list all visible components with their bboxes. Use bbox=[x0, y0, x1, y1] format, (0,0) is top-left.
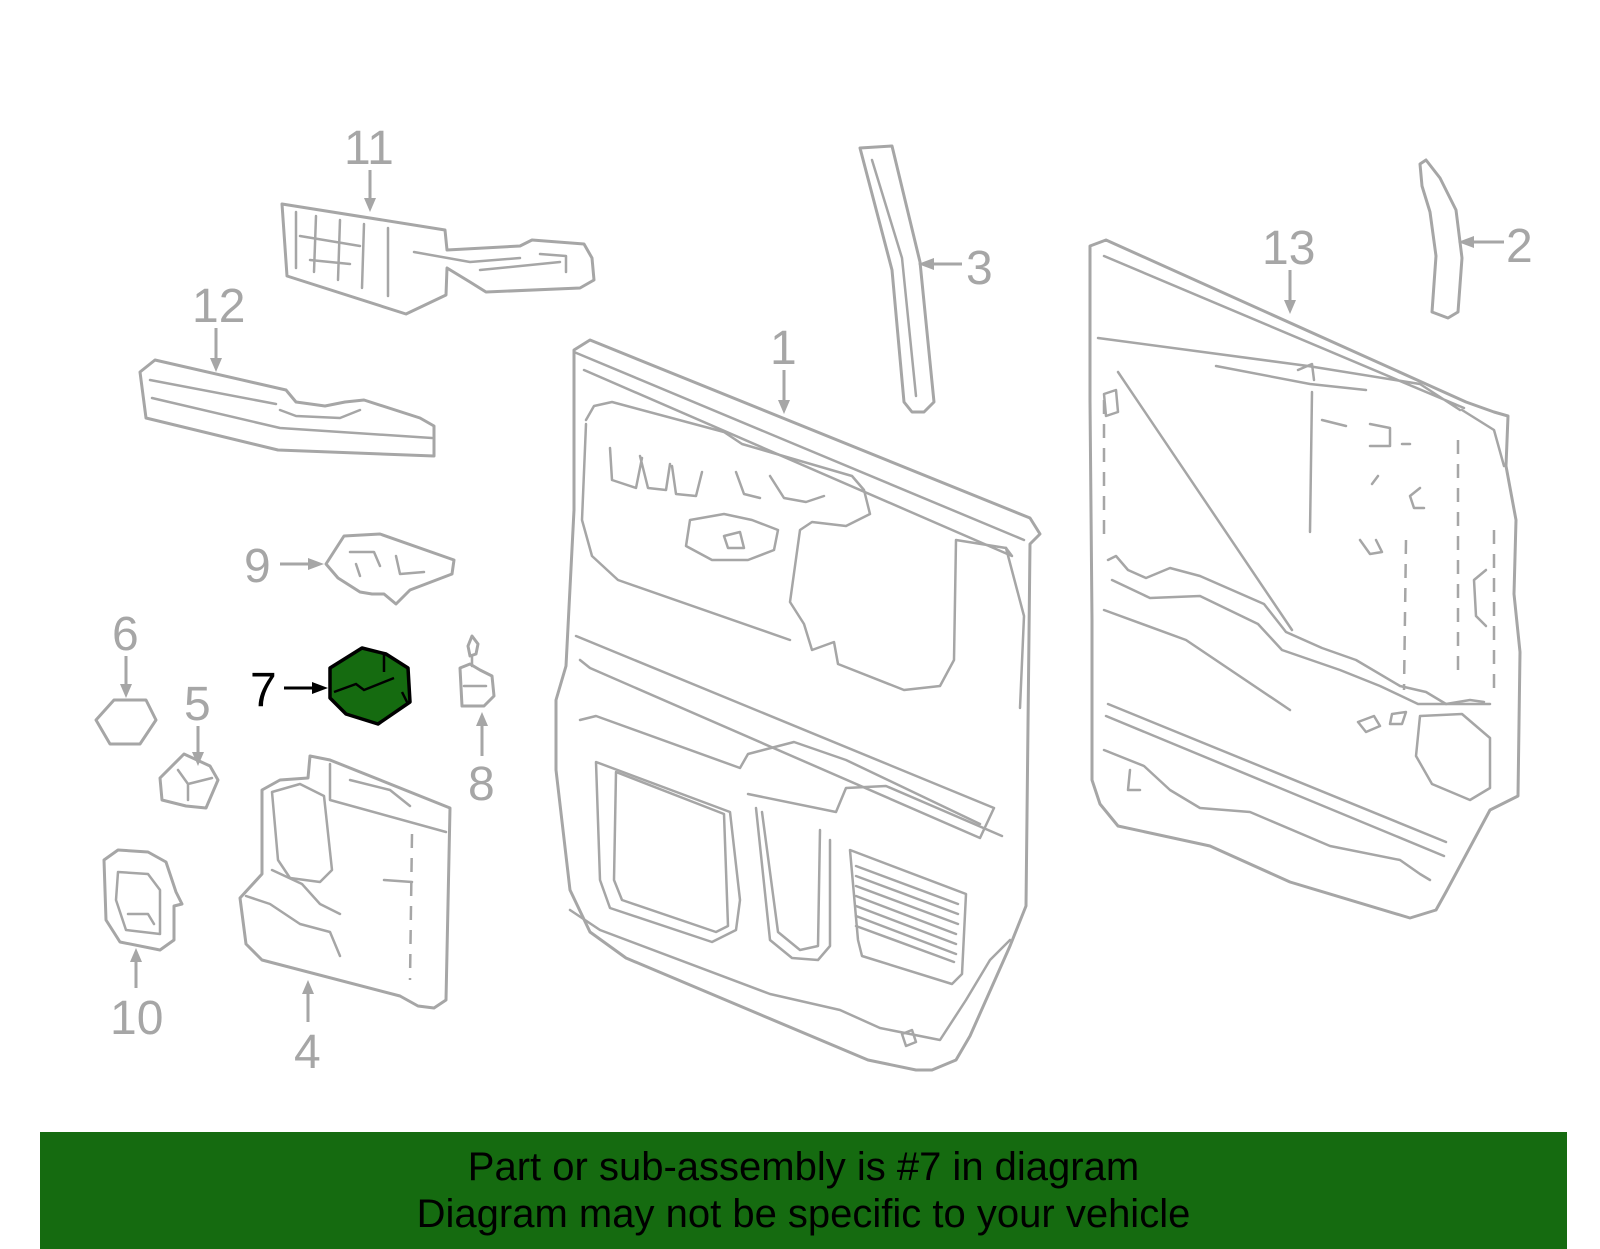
callout-13: 13 bbox=[1262, 222, 1315, 275]
part-3-weatherstrip[interactable] bbox=[858, 144, 936, 414]
arrowhead-13 bbox=[1284, 300, 1296, 314]
part-5-bracket[interactable] bbox=[158, 752, 220, 810]
callout-2: 2 bbox=[1506, 220, 1533, 273]
arrowhead-5 bbox=[192, 752, 204, 766]
arrowhead-6 bbox=[120, 684, 132, 698]
part-8-clip[interactable] bbox=[458, 634, 496, 708]
part-7-grommet-highlighted[interactable] bbox=[328, 646, 412, 726]
callout-1: 1 bbox=[770, 322, 797, 375]
arrowhead-9 bbox=[308, 558, 324, 570]
arrowhead-4 bbox=[302, 980, 314, 994]
arrowhead-12 bbox=[210, 358, 222, 372]
part-10-bezel[interactable] bbox=[102, 848, 184, 952]
part-12-armrest[interactable] bbox=[138, 358, 436, 458]
callout-4: 4 bbox=[294, 1026, 321, 1079]
info-banner: Part or sub-assembly is #7 in diagram Di… bbox=[40, 1132, 1567, 1249]
part-1-door-trim-panel[interactable] bbox=[554, 338, 1042, 1072]
callout-9: 9 bbox=[244, 540, 271, 593]
callout-11: 11 bbox=[344, 122, 394, 175]
arrowhead-3 bbox=[918, 258, 934, 270]
callout-8: 8 bbox=[468, 758, 495, 811]
arrowhead-8 bbox=[476, 712, 488, 726]
callout-6: 6 bbox=[112, 608, 139, 661]
callout-3: 3 bbox=[966, 242, 993, 295]
part-11-switch-assembly[interactable] bbox=[280, 202, 596, 316]
banner-line-1: Part or sub-assembly is #7 in diagram bbox=[467, 1145, 1140, 1189]
part-13-inner-panel[interactable] bbox=[1088, 238, 1522, 920]
callout-12: 12 bbox=[192, 280, 245, 333]
arrowhead-2 bbox=[1458, 236, 1474, 248]
part-4-map-pocket[interactable] bbox=[238, 754, 452, 1010]
arrowhead-10 bbox=[130, 948, 142, 962]
banner-line-2: Diagram may not be specific to your vehi… bbox=[416, 1192, 1191, 1236]
callout-5: 5 bbox=[184, 678, 211, 731]
arrowhead-11 bbox=[364, 198, 376, 212]
part-6-plug[interactable] bbox=[94, 698, 158, 746]
callout-10: 10 bbox=[110, 992, 163, 1045]
arrowhead-1 bbox=[778, 400, 790, 414]
part-9-bracket[interactable] bbox=[324, 532, 456, 606]
arrowhead-7 bbox=[312, 682, 328, 694]
callout-7: 7 bbox=[250, 664, 277, 717]
part-2-seal[interactable] bbox=[1418, 158, 1464, 320]
